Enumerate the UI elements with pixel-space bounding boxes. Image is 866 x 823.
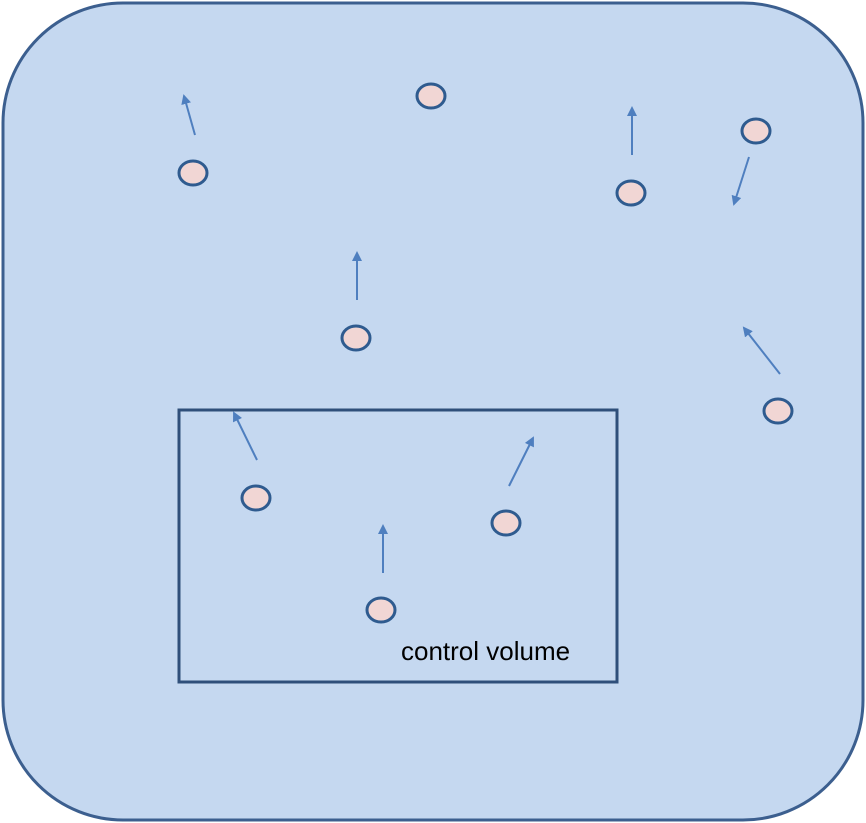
particle <box>340 324 372 352</box>
particles <box>177 82 794 624</box>
particle <box>740 117 772 145</box>
particle <box>240 484 272 512</box>
particle <box>762 397 794 425</box>
velocity-arrow <box>742 326 781 375</box>
velocity-arrow <box>233 411 258 461</box>
particle <box>615 179 647 207</box>
control-volume-box <box>177 408 619 684</box>
velocity-arrow <box>508 436 534 487</box>
velocity-arrows <box>181 94 781 573</box>
particle <box>415 82 447 110</box>
control-volume-label: control volume <box>401 636 570 666</box>
particle <box>490 509 522 537</box>
velocity-arrow <box>181 94 196 136</box>
velocity-arrow <box>731 156 750 206</box>
particle <box>177 159 209 187</box>
particle <box>365 596 397 624</box>
